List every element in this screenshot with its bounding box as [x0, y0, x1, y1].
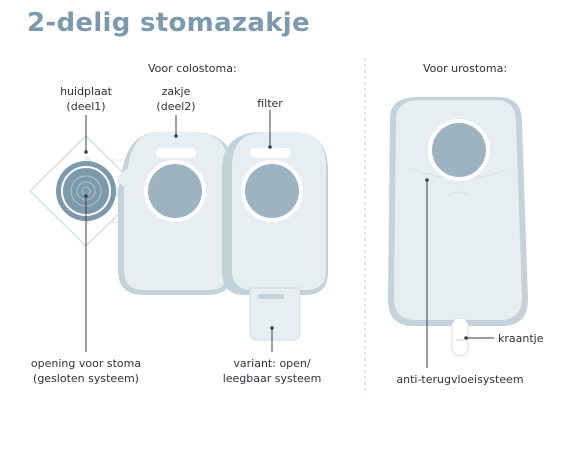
drainable-bag-stoma-opening — [245, 164, 299, 218]
label-anti-terugvloeisysteem: anti-terugvloeisysteem — [396, 373, 524, 386]
closed-bag-filter-slot — [156, 148, 196, 158]
label-kraantje: kraantje — [498, 332, 544, 345]
tap-icon — [451, 317, 469, 357]
drain-seal — [258, 294, 284, 299]
skin-plate-icon — [28, 134, 144, 248]
drainable-bag-icon — [222, 132, 328, 341]
urostoma-bag-icon — [388, 97, 528, 357]
page-title: 2-delig stomazakje — [27, 8, 310, 38]
drainable-bag-filter — [250, 148, 290, 158]
label-filter: filter — [257, 97, 283, 110]
label-huidplaat: huidplaat (deel1) — [60, 85, 112, 113]
label-zakje: zakje (deel2) — [156, 85, 196, 113]
label-opening: opening voor stoma (gesloten systeem) — [30, 357, 142, 385]
urostoma-bag-stoma-opening — [432, 123, 486, 177]
label-variant: variant: open/ leegbaar systeem — [222, 357, 322, 385]
colostoma-header: Voor colostoma: — [148, 62, 237, 75]
closed-bag-icon — [117, 132, 233, 295]
urostoma-header: Voor urostoma: — [423, 62, 508, 75]
drain-outlet — [249, 287, 301, 341]
closed-bag-stoma-opening — [148, 164, 202, 218]
